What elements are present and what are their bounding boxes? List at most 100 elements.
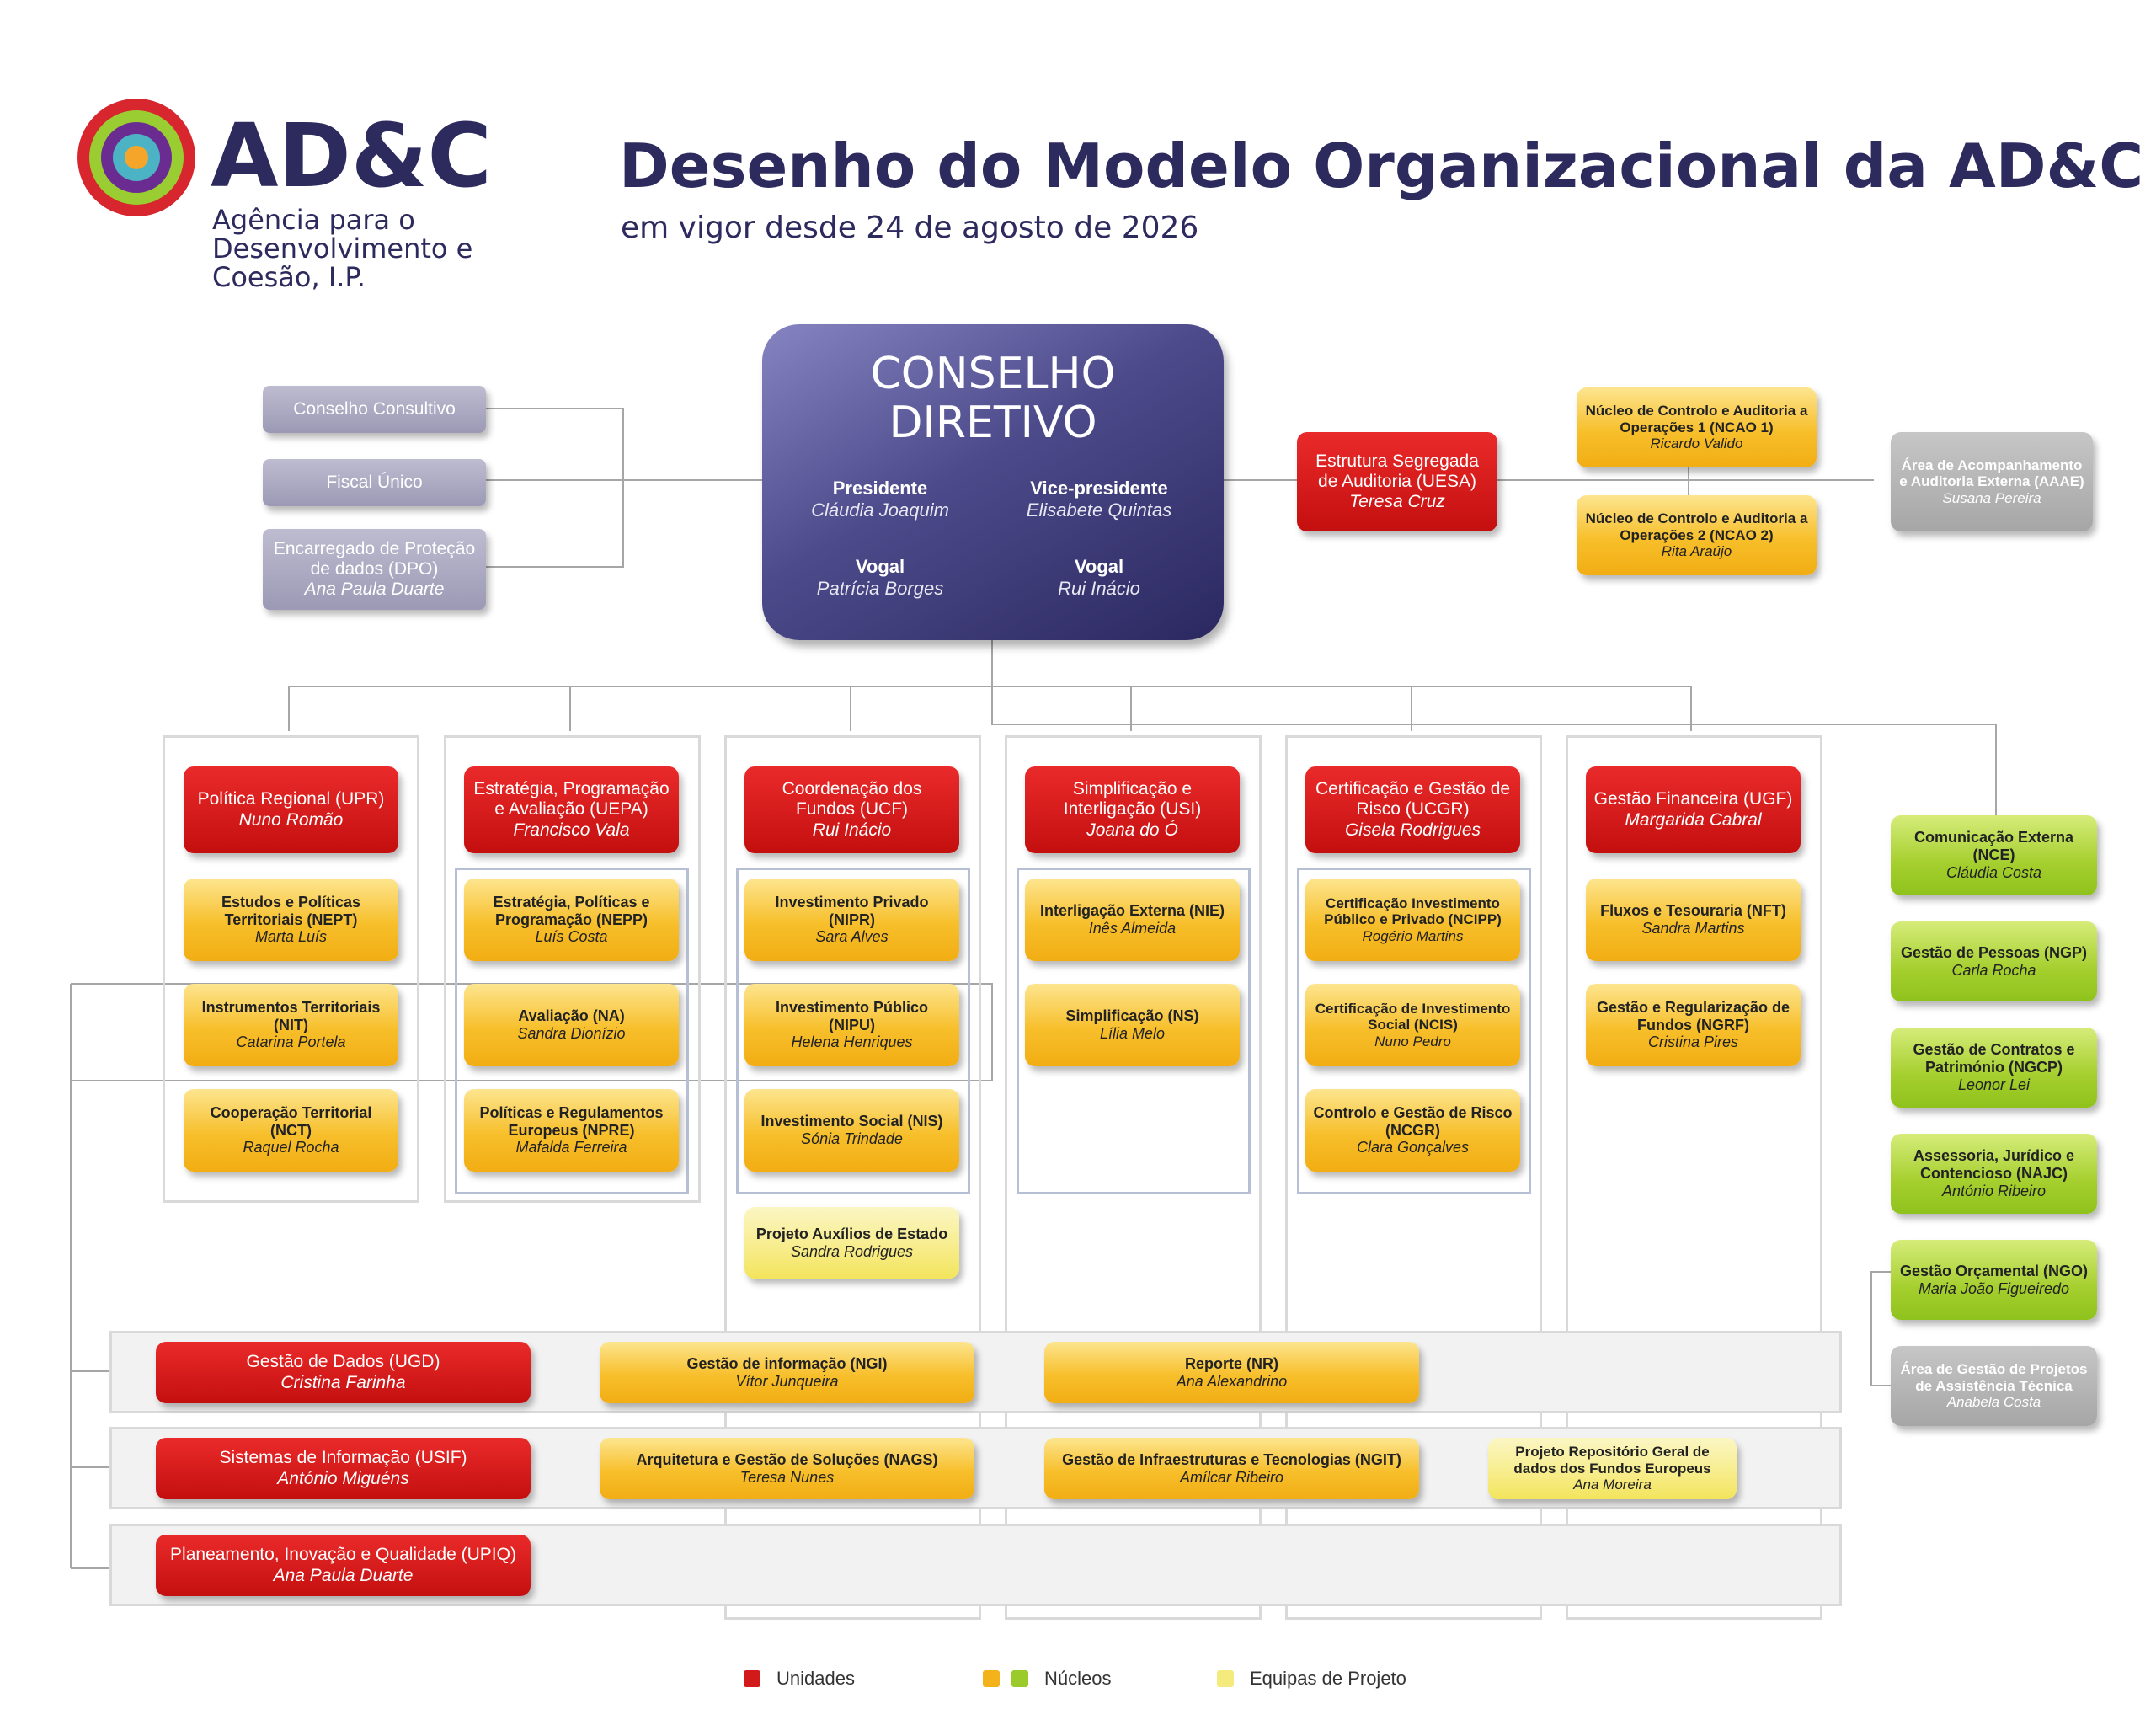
logo-mark xyxy=(77,99,195,216)
box-name: Estrutura Segregada de Auditoria (UESA) xyxy=(1315,451,1479,491)
box-name: Fluxos e Tesouraria (NFT) xyxy=(1600,902,1786,920)
box-person: Luís Costa xyxy=(535,928,608,946)
unit-box-usif: Sistemas de Informação (USIF) António Mi… xyxy=(156,1438,531,1499)
unit-box-ucgr: Certificação e Gestão de Risco (UCGR) Gi… xyxy=(1305,766,1520,853)
nucleus-box-nie: Interligação Externa (NIE) Inês Almeida xyxy=(1025,879,1240,961)
box-name: Investimento Privado (NIPR) xyxy=(775,893,929,928)
unit-box-uesa: Estrutura Segregada de Auditoria (UESA) … xyxy=(1297,432,1497,531)
nucleus-box-nft: Fluxos e Tesouraria (NFT) Sandra Martins xyxy=(1586,879,1801,961)
project-box-repositorio: Projeto Repositório Geral de dados dos F… xyxy=(1488,1438,1737,1499)
member-role: Presidente xyxy=(832,478,928,499)
board-member: Vogal Patrícia Borges xyxy=(796,556,964,600)
advisory-box-cc: Conselho Consultivo xyxy=(263,386,486,433)
box-person: Helena Henriques xyxy=(791,1033,913,1051)
box-person: Rita Araújo xyxy=(1661,543,1732,560)
member-role: Vogal xyxy=(855,556,905,577)
box-person: António Miguéns xyxy=(277,1468,409,1488)
nucleus-group-usi xyxy=(1017,868,1251,1194)
box-person: Inês Almeida xyxy=(1088,920,1177,937)
logo-tagline-line1: Agência para o xyxy=(212,204,415,236)
box-person: Anabela Costa xyxy=(1946,1394,2041,1411)
box-name: Gestão de Infraestruturas e Tecnologias … xyxy=(1062,1450,1401,1468)
box-name: Coordenação dos Fundos (UCF) xyxy=(782,779,922,820)
nucleus-box-ngit: Gestão de Infraestruturas e Tecnologias … xyxy=(1044,1438,1419,1499)
box-name: Certificação e Gestão de Risco (UCGR) xyxy=(1315,779,1511,820)
nucleus-box-nept: Estudos e Políticas Territoriais (NEPT) … xyxy=(184,879,398,961)
box-person: Ana Paula Duarte xyxy=(304,579,445,600)
board-member: Vogal Rui Inácio xyxy=(998,556,1200,600)
page-subtitle: em vigor desde 24 de agosto de 2026 xyxy=(621,211,1199,245)
box-name: Reporte (NR) xyxy=(1185,1354,1278,1372)
logo-tagline-line2: Desenvolvimento e xyxy=(212,232,473,264)
nucleus-box-nct: Cooperação Territorial (NCT) Raquel Roch… xyxy=(184,1089,398,1172)
box-person: Rui Inácio xyxy=(812,820,892,840)
box-name: Interligação Externa (NIE) xyxy=(1039,902,1225,920)
board-title-line1: CONSELHO xyxy=(870,349,1116,399)
box-person: Sandra Martins xyxy=(1641,920,1745,937)
column-frame-ucgr xyxy=(1285,735,1542,1620)
box-person: António Ribeiro xyxy=(1941,1182,2047,1199)
box-person: Sónia Trindade xyxy=(801,1130,903,1147)
area-box-agpat: Área de Gestão de Projetos de Assistênci… xyxy=(1891,1346,2097,1426)
box-person: Vítor Junqueira xyxy=(735,1372,839,1390)
board-title-line2: DIRETIVO xyxy=(889,398,1097,448)
box-person: Teresa Nunes xyxy=(739,1468,835,1486)
box-name: Investimento Público (NIPU) xyxy=(775,998,929,1033)
unit-box-ugf: Gestão Financeira (UGF) Margarida Cabral xyxy=(1586,766,1801,853)
project-box-auxilios: Projeto Auxílios de Estado Sandra Rodrig… xyxy=(744,1207,959,1279)
nucleus-box-ncao2: Núcleo de Controlo e Auditoria a Operaçõ… xyxy=(1577,495,1817,575)
box-person: Margarida Cabral xyxy=(1625,809,1762,830)
nucleus-group-uepa xyxy=(455,868,689,1194)
box-person: Sandra Rodrigues xyxy=(790,1242,914,1260)
box-name: Conselho Consultivo xyxy=(293,398,456,419)
box-person: Joana do Ó xyxy=(1086,820,1178,840)
nucleus-box-ncao1: Núcleo de Controlo e Auditoria a Operaçõ… xyxy=(1577,387,1817,467)
page-title: Desenho do Modelo Organizacional da AD&C xyxy=(619,131,2144,201)
box-name: Gestão e Regularização de Fundos (NGRF) xyxy=(1596,998,1790,1033)
box-name: Simplificação e Interligação (USI) xyxy=(1063,779,1202,820)
unit-box-ugd: Gestão de Dados (UGD) Cristina Farinha xyxy=(156,1342,531,1403)
box-name: Controlo e Gestão de Risco (NCGR) xyxy=(1313,1103,1513,1139)
box-person: Lília Melo xyxy=(1099,1025,1166,1042)
box-name: Estratégia, Programação e Avaliação (UEP… xyxy=(473,779,670,820)
box-person: Ricardo Valido xyxy=(1650,435,1743,452)
box-person: Ana Paula Duarte xyxy=(273,1565,414,1585)
box-name: Arquitetura e Gestão de Soluções (NAGS) xyxy=(636,1450,938,1468)
box-person: Nuno Pedro xyxy=(1374,1033,1451,1049)
box-name: Certificação Investimento Público e Priv… xyxy=(1324,895,1502,928)
box-name: Investimento Social (NIS) xyxy=(760,1113,943,1130)
box-name: Projeto Auxílios de Estado xyxy=(755,1225,948,1242)
box-person: Francisco Vala xyxy=(513,820,630,840)
logo-tagline-line3: Coesão, I.P. xyxy=(212,261,366,293)
box-person: Teresa Cruz xyxy=(1349,492,1445,512)
board-box: CONSELHO DIRETIVO Presidente Cláudia Joa… xyxy=(762,324,1224,640)
nucleus-box-ngrf: Gestão e Regularização de Fundos (NGRF) … xyxy=(1586,984,1801,1066)
box-person: Maria João Figueiredo xyxy=(1918,1279,2070,1297)
box-name: Estratégia, Políticas e Programação (NEP… xyxy=(493,893,650,928)
nucleus-group-ucf xyxy=(736,868,970,1194)
unit-box-upr: Política Regional (UPR) Nuno Romão xyxy=(184,766,398,853)
unit-box-upiq: Planeamento, Inovação e Qualidade (UPIQ)… xyxy=(156,1535,531,1596)
nucleus-box-ncis: Certificação de Investimento Social (NCI… xyxy=(1305,984,1520,1066)
box-name: Projeto Repositório Geral de dados dos F… xyxy=(1513,1444,1711,1477)
box-name: Área de Acompanhamento e Auditoria Exter… xyxy=(1899,457,2084,490)
box-person: Ana Moreira xyxy=(1573,1477,1652,1493)
box-person: Ana Alexandrino xyxy=(1176,1372,1288,1390)
box-name: Núcleo de Controlo e Auditoria a Operaçõ… xyxy=(1585,510,1808,543)
nucleus-box-ngo: Gestão Orçamental (NGO) Maria João Figue… xyxy=(1891,1240,2097,1320)
box-person: Susana Pereira xyxy=(1942,489,2041,506)
legend-swatch-projects xyxy=(1217,1670,1234,1687)
nucleus-box-ncgr: Controlo e Gestão de Risco (NCGR) Clara … xyxy=(1305,1089,1520,1172)
box-name: Certificação de Investimento Social (NCI… xyxy=(1315,1000,1511,1033)
member-name: Patrícia Borges xyxy=(816,578,944,599)
member-role: Vogal xyxy=(1074,556,1124,577)
nucleus-box-nipu: Investimento Público (NIPU) Helena Henri… xyxy=(744,984,959,1066)
nucleus-box-ngp: Gestão de Pessoas (NGP) Carla Rocha xyxy=(1891,921,2097,1001)
logo-tagline: Agência para o Desenvolvimento e Coesão,… xyxy=(212,206,472,291)
box-person: Sandra Dionízio xyxy=(517,1025,626,1042)
nucleus-box-na: Avaliação (NA) Sandra Dionízio xyxy=(464,984,679,1066)
column-frame-ugf xyxy=(1566,735,1822,1620)
box-person: Amílcar Ribeiro xyxy=(1179,1468,1284,1486)
box-person: Nuno Romão xyxy=(238,809,344,830)
box-name: Gestão Financeira (UGF) xyxy=(1593,789,1793,809)
